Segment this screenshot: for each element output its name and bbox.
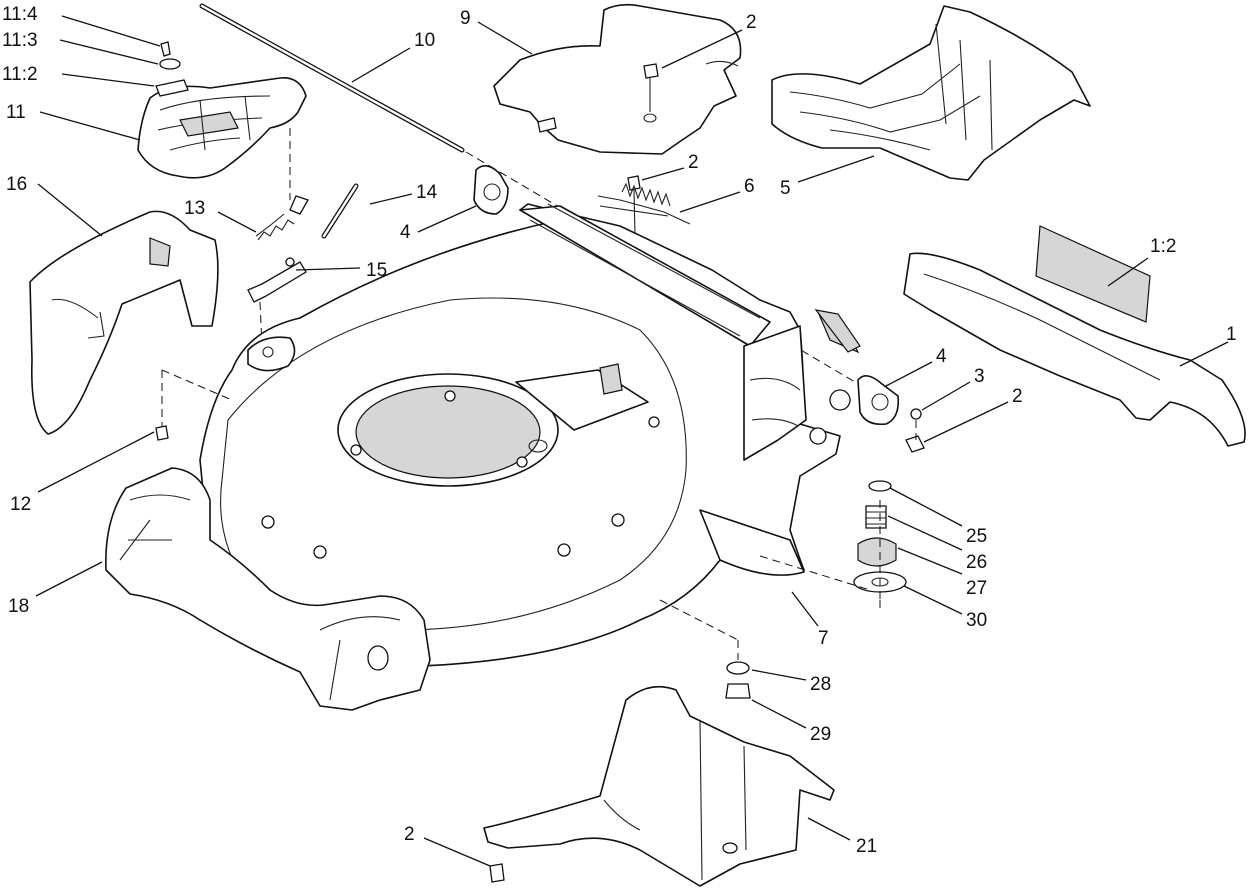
part-front-skirt — [105, 467, 431, 711]
callout-11-4: 11:4 — [2, 4, 38, 25]
part-washer-nut — [659, 599, 751, 699]
callout-5: 5 — [780, 178, 791, 199]
callout-11-3: 11:3 — [2, 30, 38, 51]
callout-18: 18 — [8, 596, 29, 617]
callout-12: 12 — [10, 494, 31, 515]
callout-4-left: 4 — [400, 222, 411, 243]
callout-16: 16 — [6, 174, 27, 195]
callout-7: 7 — [818, 628, 829, 649]
callout-2-right: 2 — [1012, 386, 1023, 407]
callout-11-2: 11:2 — [2, 64, 38, 85]
callout-29: 29 — [810, 724, 831, 745]
part-mower-deck — [199, 203, 860, 667]
part-bearing-plate-left — [473, 165, 509, 215]
callout-labels: 11:4 11:3 11:2 11 16 13 14 15 10 9 2 2 6… — [2, 4, 1237, 857]
part-bolt — [155, 425, 169, 441]
callout-10: 10 — [414, 30, 435, 51]
callout-28: 28 — [810, 674, 831, 695]
part-handle-upper — [814, 225, 1246, 447]
callout-4-right: 4 — [936, 346, 947, 367]
callout-26: 26 — [966, 552, 987, 573]
part-baffle-plate — [493, 3, 742, 155]
callout-2-bottom: 2 — [404, 824, 415, 845]
callout-9: 9 — [460, 8, 471, 29]
callout-2-top: 2 — [746, 12, 757, 33]
callout-13: 13 — [184, 198, 205, 219]
callout-2-spring: 2 — [688, 152, 699, 173]
part-control-housing — [137, 41, 307, 200]
callout-25: 25 — [966, 526, 987, 547]
callout-6: 6 — [744, 176, 755, 197]
callout-1: 1 — [1226, 324, 1237, 345]
part-bracket-spring — [247, 183, 359, 347]
callout-11: 11 — [6, 102, 26, 123]
callout-30: 30 — [966, 610, 987, 631]
part-rear-side-cover — [29, 210, 219, 435]
callout-14: 14 — [416, 182, 438, 203]
part-bolt — [643, 63, 659, 112]
callout-3: 3 — [974, 366, 985, 387]
callout-1-2: 1:2 — [1150, 236, 1176, 257]
leader-lines — [35, 15, 1229, 867]
part-bearing-plate-right — [857, 375, 925, 453]
part-rear-deflector — [483, 685, 835, 887]
callout-21: 21 — [856, 836, 877, 857]
callout-15: 15 — [366, 260, 387, 281]
part-grass-chute — [771, 5, 1091, 181]
part-height-adjuster-stack — [853, 480, 907, 604]
callout-27: 27 — [966, 578, 987, 599]
